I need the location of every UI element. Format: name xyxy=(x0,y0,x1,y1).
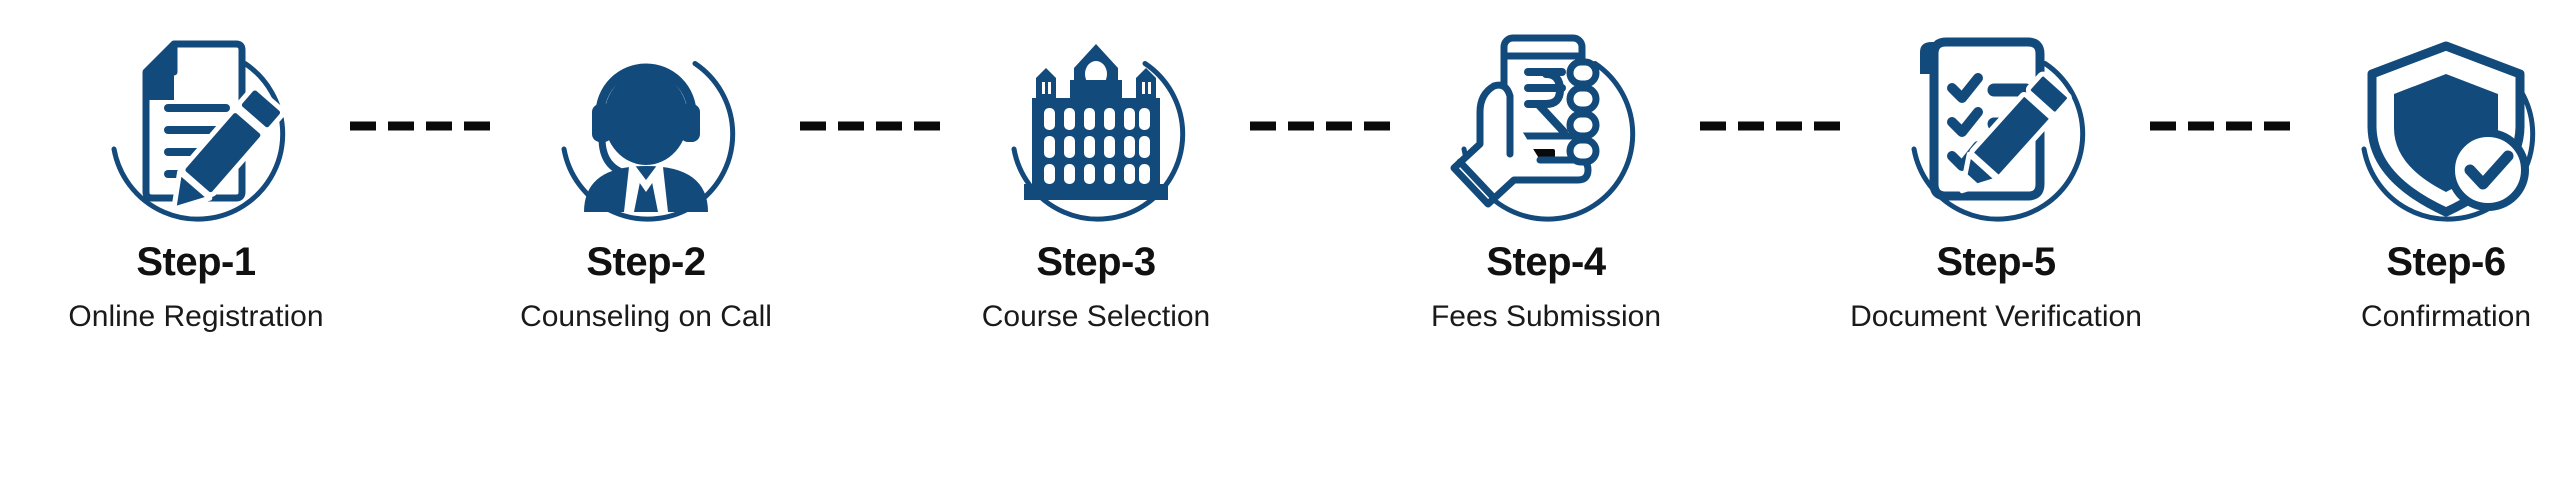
step-4-icon-ring xyxy=(1436,16,1656,236)
dashed-line-icon xyxy=(1250,121,1392,131)
rupee-glyph xyxy=(1524,68,1568,136)
step-3-caption: Course Selection xyxy=(981,300,1211,333)
hand-phone-rupee-icon xyxy=(1450,34,1600,208)
process-step-2[interactable]: Step-2 Counseling on Call xyxy=(496,0,796,332)
dashed-line-icon xyxy=(2150,121,2292,131)
process-step-4[interactable]: Step-4 Fees Submission xyxy=(1396,0,1696,332)
dashed-line-icon xyxy=(1700,121,1842,131)
connector-2-3 xyxy=(796,16,946,236)
step-2-icon-ring xyxy=(536,16,756,236)
dashed-line-icon xyxy=(800,121,942,131)
step-1-title: Step-1 xyxy=(136,240,256,284)
connector-5-6 xyxy=(2146,16,2296,236)
checklist-pencil-icon xyxy=(1920,37,2072,201)
process-step-3[interactable]: Step-3 Course Selection xyxy=(946,0,1246,332)
headset-agent-icon xyxy=(584,63,708,212)
step-1-icon-ring xyxy=(86,16,306,236)
dashed-line-icon xyxy=(350,121,492,131)
step-4-title: Step-4 xyxy=(1486,240,1606,284)
connector-3-4 xyxy=(1246,16,1396,236)
process-step-5[interactable]: Step-5 Document Verification xyxy=(1846,0,2146,332)
step-1-caption: Online Registration xyxy=(68,300,324,333)
connector-4-5 xyxy=(1696,16,1846,236)
step-5-caption: Document Verification xyxy=(1850,300,2142,333)
step-3-icon-ring xyxy=(986,16,1206,236)
step-4-caption: Fees Submission xyxy=(1430,300,1662,333)
step-5-title: Step-5 xyxy=(1936,240,2056,284)
college-building-icon xyxy=(1024,44,1168,200)
step-3-title: Step-3 xyxy=(1036,240,1156,284)
step-6-title: Step-6 xyxy=(2386,240,2506,284)
connector-1-2 xyxy=(346,16,496,236)
step-2-title: Step-2 xyxy=(586,240,706,284)
process-step-6[interactable]: Step-6 Confirmation xyxy=(2296,0,2560,332)
step-6-caption: Confirmation xyxy=(2360,300,2532,333)
step-5-icon-ring xyxy=(1886,16,2106,236)
shield-check-icon xyxy=(2367,41,2529,217)
process-step-1[interactable]: Step-1 Online Registration xyxy=(46,0,346,332)
document-pencil-icon xyxy=(142,40,286,212)
step-2-caption: Counseling on Call xyxy=(520,300,772,333)
step-6-icon-ring xyxy=(2336,16,2556,236)
